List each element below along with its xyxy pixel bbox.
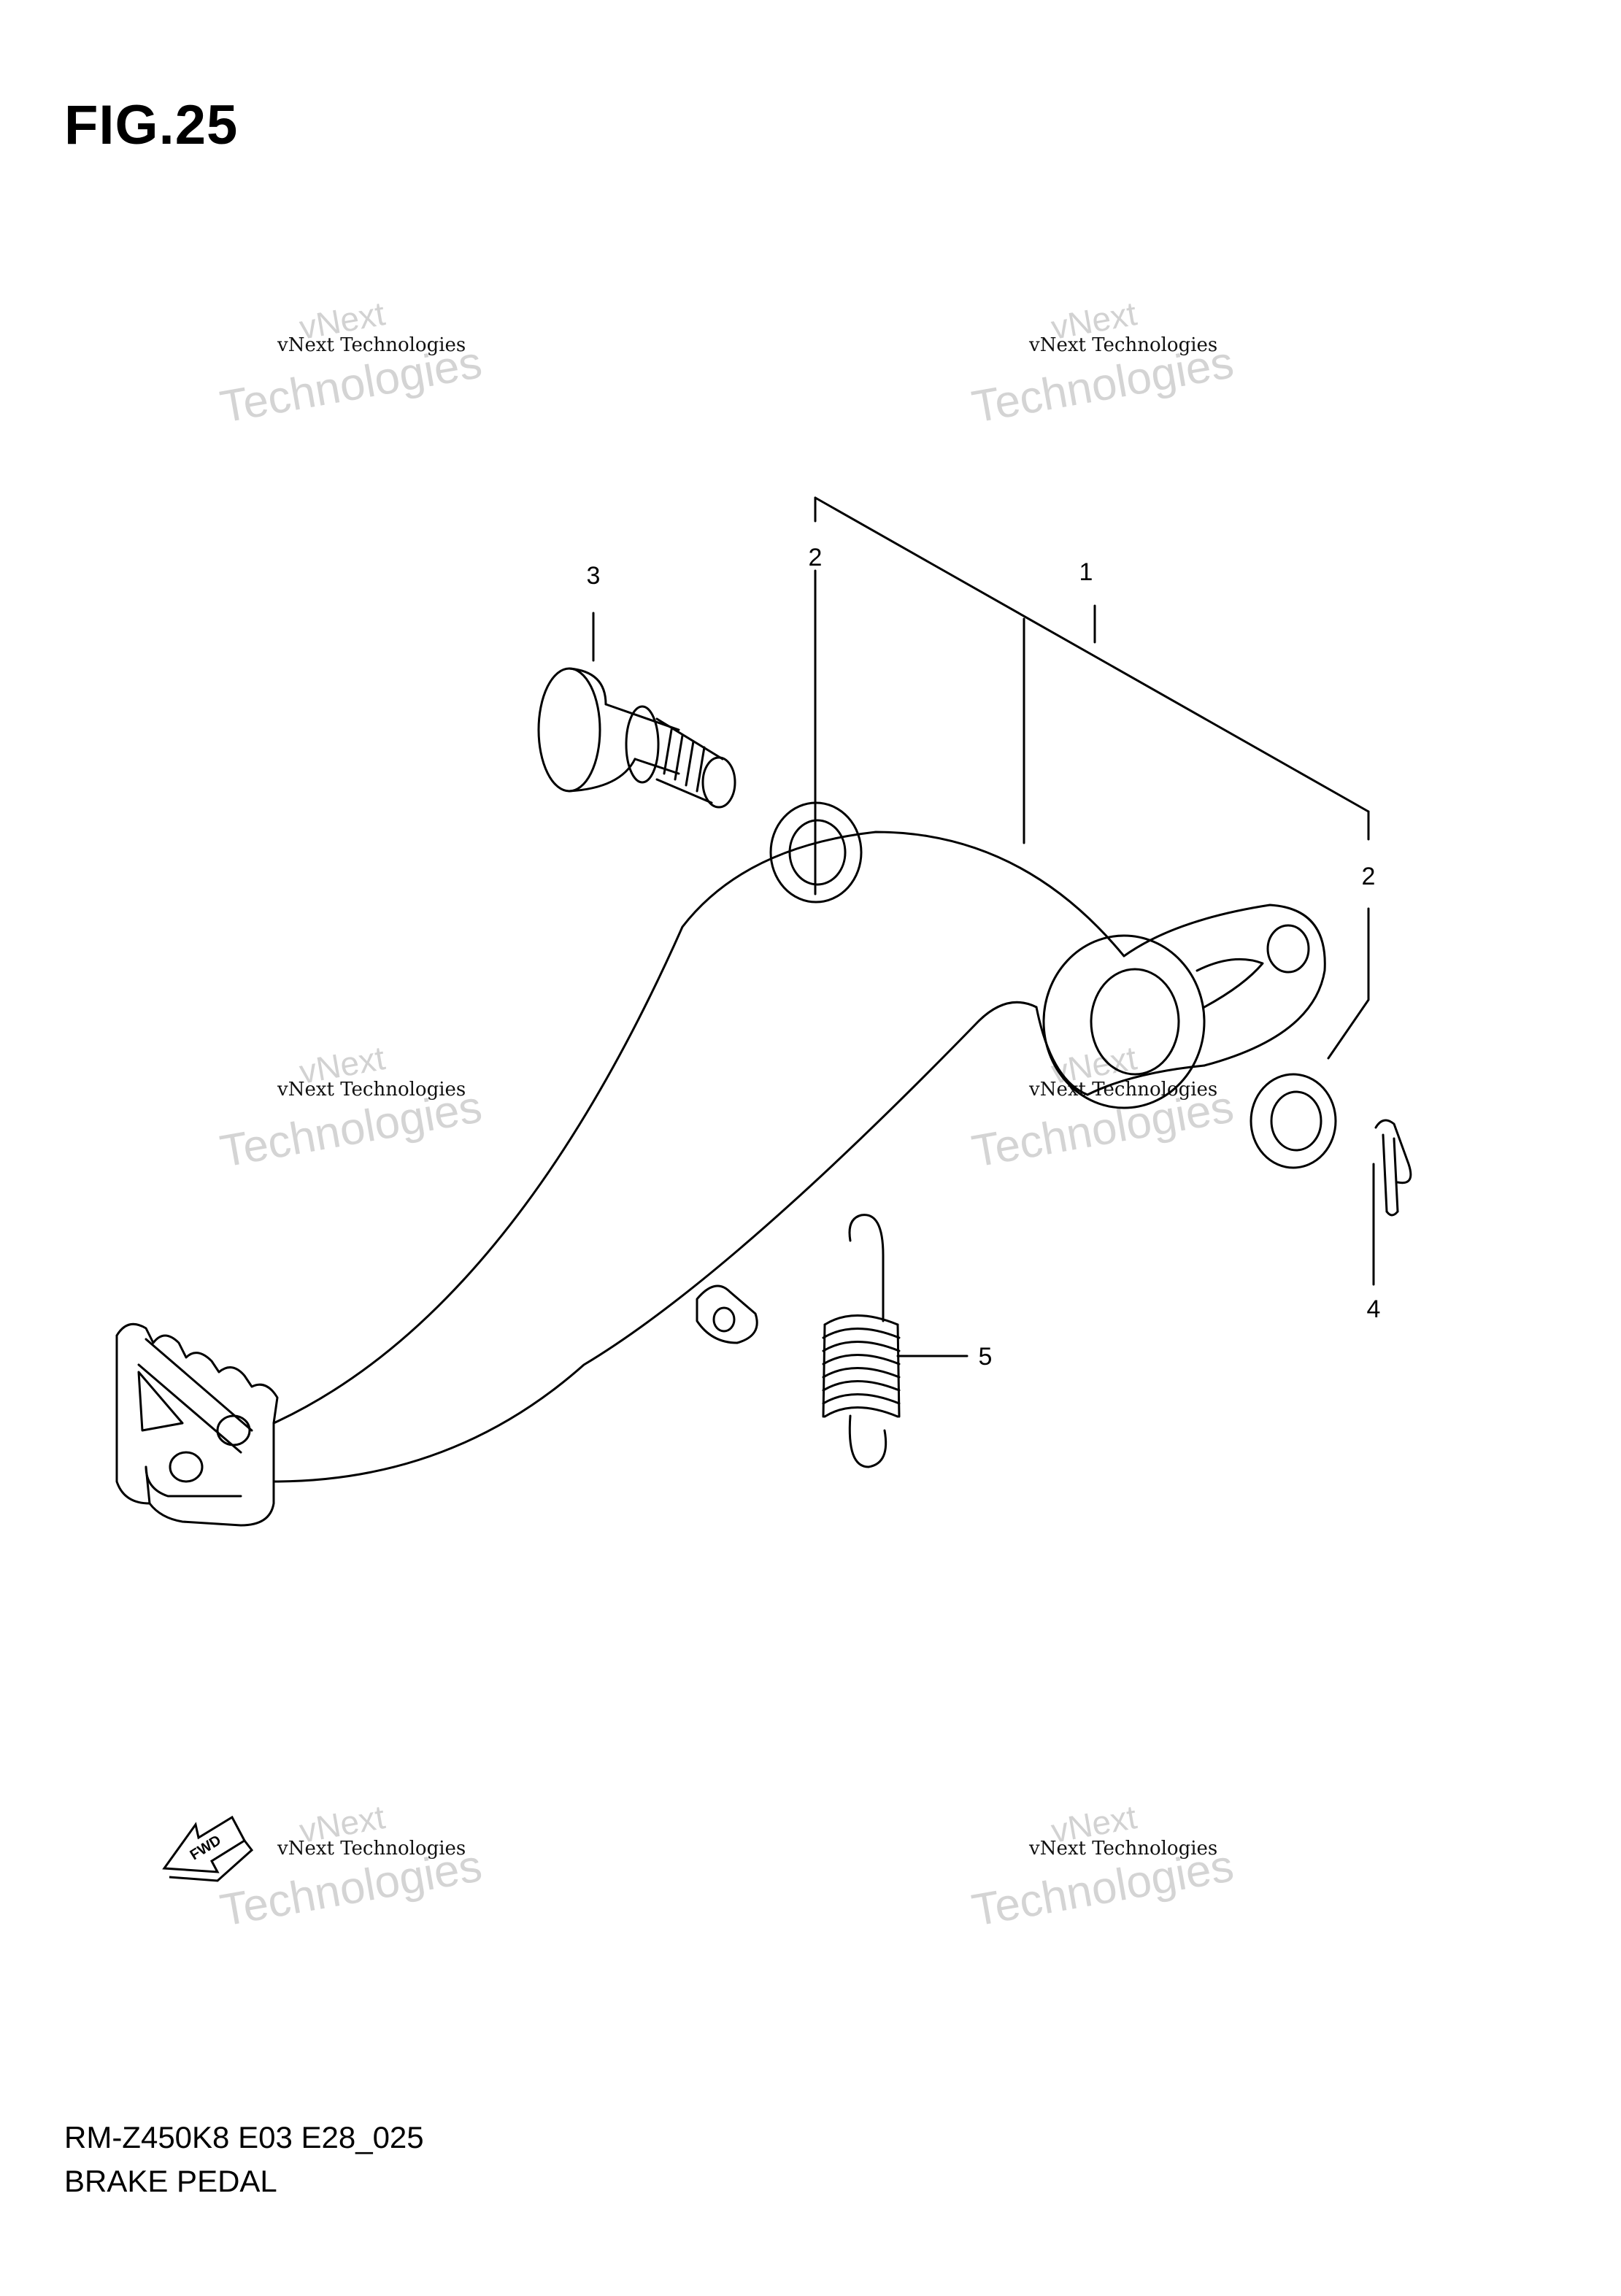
cotter-pin (1374, 1119, 1412, 1217)
return-spring (822, 1214, 901, 1468)
callout-1: 1 (1079, 558, 1093, 586)
washer-lower (1250, 1073, 1337, 1169)
callout-5: 5 (979, 1343, 993, 1371)
pivot-bolt (537, 667, 736, 809)
callout-labels: 1 2 2 3 4 5 (587, 544, 1381, 1371)
section-name: BRAKE PEDAL (64, 2164, 277, 2198)
model-code: RM-Z450K8 E03 E28_025 (64, 2120, 424, 2154)
brake-pedal (115, 831, 1326, 1527)
callout-3: 3 (587, 562, 601, 590)
washer-upper (769, 801, 863, 904)
leader-lines (592, 496, 1375, 1357)
forward-arrow-icon: FWD (162, 1815, 254, 1882)
figure-title: FIG.25 (64, 94, 239, 156)
callout-4: 4 (1367, 1295, 1381, 1323)
callout-2-upper: 2 (809, 544, 823, 571)
callout-2-lower: 2 (1362, 863, 1376, 890)
